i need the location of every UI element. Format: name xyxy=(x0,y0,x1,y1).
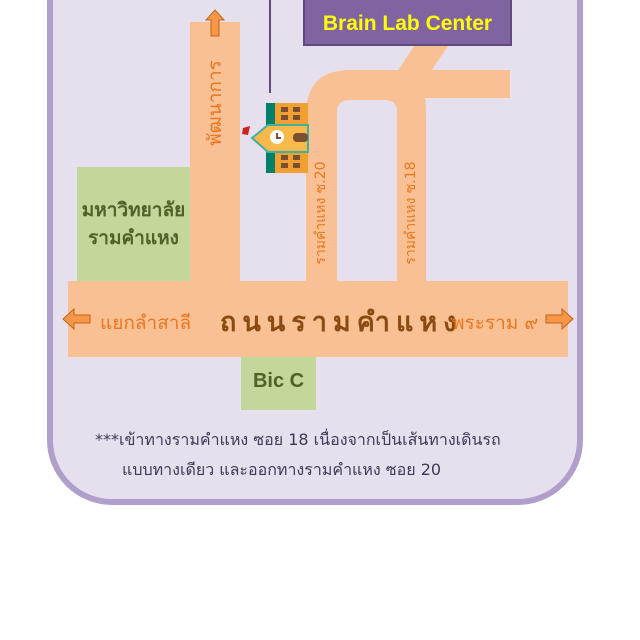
school-building-icon xyxy=(242,103,309,173)
east-direction-label: พระราม ๙ xyxy=(452,312,539,334)
main-road-label: ถนนรามคำแหง xyxy=(220,307,463,338)
left-arrow-icon xyxy=(62,307,91,331)
university-label-line1: มหาวิทยาลัย xyxy=(81,199,186,221)
university-block xyxy=(77,167,190,282)
bigc-label: Bic C xyxy=(252,370,305,392)
note-line2: แบบทางเดียว และออกทางรามคำแหง ซอย 20 xyxy=(122,460,442,479)
right-arrow-icon xyxy=(545,307,574,331)
university-label: มหาวิทยาลัย รามคำแหง xyxy=(77,196,190,252)
bigc-block xyxy=(241,356,316,410)
soi-road-network xyxy=(306,70,510,285)
west-direction-label: แยกลำสาลี xyxy=(100,312,192,334)
university-label-line2: รามคำแหง xyxy=(88,227,179,249)
banner-title: Brain Lab Center xyxy=(322,12,493,35)
note-line1: ***เข้าทางรามคำแหง ซอย 18 เนื่องจากเป็นเ… xyxy=(95,430,501,449)
soi18-label: รามคำแหง ซ.18 xyxy=(403,161,419,265)
pattanakarn-road xyxy=(190,22,240,284)
ramkhamhaeng-road xyxy=(68,281,568,357)
up-arrow-icon xyxy=(204,9,226,37)
soi20-label: รามคำแหง ซ.20 xyxy=(313,161,329,265)
pattanakarn-road-label: พัฒนาการ xyxy=(204,60,226,146)
brain-lab-center-banner: Brain Lab Center xyxy=(303,0,512,46)
